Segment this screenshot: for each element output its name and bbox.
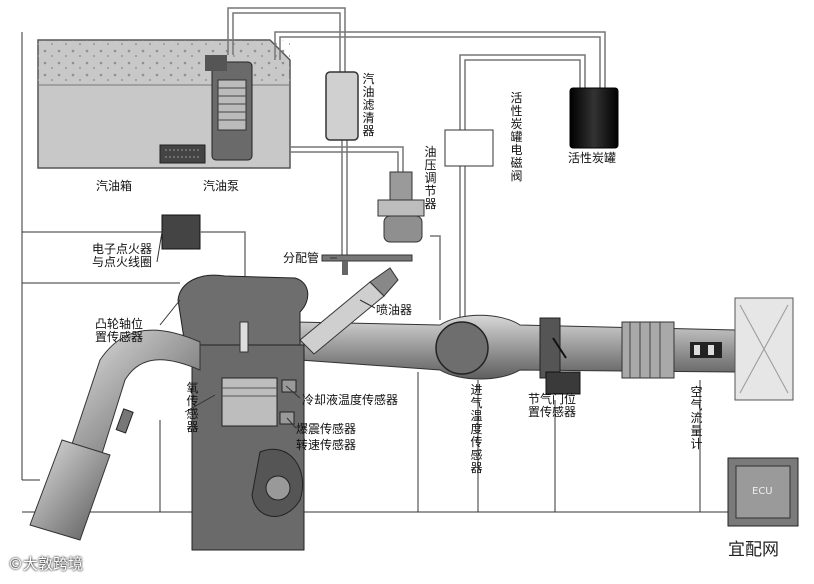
label-injector: 喷油器 — [376, 303, 413, 317]
label-coolant-sensor: 冷却液温度传感器 — [302, 393, 399, 407]
label-intake-temp-sensor: 进气温度传感器 — [470, 383, 483, 475]
label-fuel-filter: 汽油滤清器 — [362, 72, 375, 138]
canister-solenoid-valve — [444, 129, 494, 167]
fuel-rail — [321, 254, 413, 275]
ignition-coil — [161, 214, 246, 340]
leader-lines — [156, 231, 701, 512]
engine — [177, 274, 309, 551]
pressure-regulator — [377, 171, 425, 243]
label-speed-sensor: 转速传感器 — [296, 438, 357, 452]
label-knock-sensor: 爆震传感器 — [296, 422, 357, 436]
label-fuel-tank: 汽油箱 — [96, 179, 133, 193]
label-carbon-canister: 活性炭罐 — [568, 151, 617, 165]
label-fuel-pump: 汽油泵 — [203, 179, 240, 193]
label-ecu: ECU — [752, 486, 773, 497]
carbon-canister — [569, 87, 619, 149]
label-fuel-rail: 分配管 — [283, 251, 320, 265]
exhaust-pipe — [29, 329, 201, 541]
frame-lines — [21, 32, 735, 513]
ecu-box — [727, 457, 799, 527]
label-air-flow-meter: 空气流量计 — [690, 385, 703, 451]
label-canister-solenoid: 活性炭罐电磁阀 — [510, 91, 523, 183]
label-pressure-regulator: 油压调节器 — [424, 145, 437, 211]
fuel-filter — [325, 71, 359, 141]
watermark-left: ©大敦跨境 — [8, 555, 84, 573]
injector — [299, 267, 399, 355]
fuel-pump — [159, 55, 253, 164]
fuel-lines — [227, 7, 606, 325]
air-filter — [734, 297, 794, 401]
label-ignition-coil: 电子点火器与点火线圈 — [92, 242, 153, 269]
label-throttle-sensor: 节气门位置传感器 — [528, 392, 577, 419]
label-cam-sensor: 凸轮轴位置传感器 — [95, 317, 144, 344]
watermark-right: 宜配网 — [728, 540, 779, 560]
air-flow-meter-body — [621, 321, 722, 379]
label-o2-sensor: 氧传感器 — [186, 381, 199, 434]
throttle-body — [539, 317, 581, 395]
